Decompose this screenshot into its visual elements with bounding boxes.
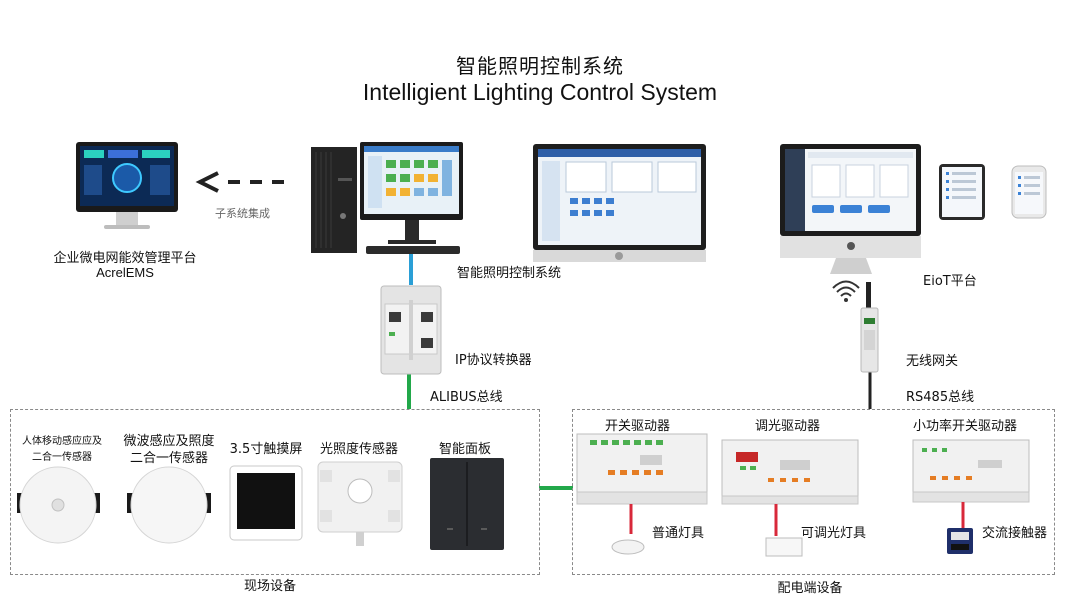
eiot-label: EioT平台 (923, 274, 977, 289)
alibus-label: ALIBUS总线 (430, 390, 503, 405)
subsystem-arrow (195, 171, 284, 193)
small-power-driver-icon (912, 439, 1030, 503)
field-item-1-line1: 人体移动感应应及 (22, 436, 102, 447)
control-monitor-icon (360, 142, 463, 254)
field-item-4: 光照度传感器 (319, 442, 398, 457)
distribution-devices-group (572, 409, 1055, 575)
touchscreen-icon (229, 465, 303, 541)
imac-icon (780, 144, 921, 274)
field-devices-group-label: 现场设备 (243, 579, 296, 594)
large-monitor-icon (533, 144, 706, 262)
title-en: Intelligient Lighting Control System (362, 79, 718, 105)
field-item-2-line2: 二合一传感器 (129, 451, 208, 466)
field-item-2-line1: 微波感应及照度 (123, 434, 215, 449)
light-sensor-icon (317, 461, 403, 546)
load-ordinary-lamp-label: 普通灯具 (652, 526, 705, 541)
title-cn: 智能照明控制系统 (456, 54, 624, 78)
ordinary-lamp-icon (611, 539, 645, 555)
ems-label-cn: 企业微电网能效管理平台 (53, 251, 197, 266)
load-contactor-label: 交流接触器 (982, 526, 1048, 541)
pc-tower-icon (311, 147, 357, 253)
driver-small-power-label: 小功率开关驱动器 (913, 419, 1018, 434)
control-system-label: 智能照明控制系统 (457, 266, 562, 281)
field-item-1-line2: 二合一传感器 (32, 452, 92, 463)
contactor-icon (947, 528, 973, 554)
human-motion-sensor-icon (17, 466, 100, 544)
distribution-group-label: 配电端设备 (777, 581, 843, 596)
driver-dimming-label: 调光驱动器 (755, 419, 821, 434)
ip-converter-icon (380, 285, 442, 375)
field-item-5: 智能面板 (438, 442, 491, 457)
dimmable-lamp-icon (765, 537, 803, 557)
wireless-gateway-label: 无线网关 (906, 354, 959, 369)
wireless-gateway-icon (832, 280, 879, 373)
phone-icon (1011, 165, 1047, 219)
ip-converter-label: IP协议转换器 (455, 353, 532, 368)
field-item-3: 3.5寸触摸屏 (229, 442, 303, 457)
smart-panel-icon (430, 458, 504, 550)
ems-monitor-icon (76, 142, 178, 229)
subsystem-integration-label: 子系统集成 (215, 207, 270, 220)
switch-driver-icon (576, 433, 708, 505)
field-devices-group (10, 409, 540, 575)
dimming-driver-icon (721, 439, 859, 505)
tablet-icon (939, 164, 985, 220)
driver-switch-label: 开关驱动器 (605, 419, 671, 434)
ems-label-en: AcrelEMS (96, 265, 154, 280)
load-dimmable-lamp-label: 可调光灯具 (801, 526, 867, 541)
rs485-label: RS485总线 (906, 390, 975, 405)
microwave-sensor-icon (127, 466, 211, 544)
